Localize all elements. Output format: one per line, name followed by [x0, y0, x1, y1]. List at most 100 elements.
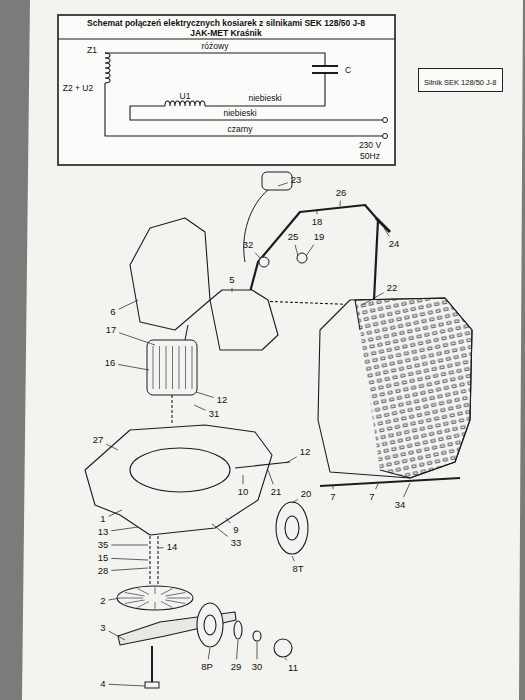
- motor-label-box: Silnik SEK 128/50 J-8: [418, 68, 503, 92]
- wire: [130, 106, 385, 120]
- fan-rib: [165, 600, 185, 604]
- leader-line: [243, 475, 244, 484]
- terminal: [383, 134, 388, 139]
- handle-knob: [297, 253, 307, 263]
- callout-number: 11: [288, 663, 298, 673]
- leader-line: [295, 245, 298, 256]
- fan-rib: [155, 587, 156, 594]
- callout-number: 2: [100, 596, 105, 606]
- leader-line: [404, 483, 410, 497]
- spacer: [253, 631, 261, 641]
- leader-line: [340, 201, 341, 206]
- leader-line: [111, 568, 148, 570]
- motor-fin: [172, 346, 173, 389]
- motor-fin: [185, 346, 186, 389]
- callout-number: 8T: [292, 564, 303, 574]
- leader-line: [268, 470, 273, 484]
- leader-line: [111, 545, 148, 546]
- leader-line: [286, 457, 297, 463]
- rear-wheel: [276, 502, 308, 554]
- callout-number: 17: [106, 325, 117, 335]
- callout-number: 7: [369, 492, 374, 502]
- deck-opening: [130, 448, 230, 492]
- leader-line: [257, 642, 258, 659]
- basket-mesh: [355, 298, 472, 478]
- wire: [105, 83, 385, 136]
- wire-label: 50Hz: [360, 152, 380, 161]
- callout-number: 13: [98, 527, 109, 537]
- callout-number: 29: [231, 662, 242, 672]
- wire-label: różowy: [202, 42, 229, 51]
- motor-hood: [130, 218, 210, 330]
- callout-number: 23: [291, 175, 302, 185]
- wire: [205, 73, 325, 106]
- wheel-hub: [204, 615, 216, 635]
- callout-number: 30: [252, 662, 263, 672]
- fan-rib: [120, 598, 143, 599]
- motor-shaft: [171, 395, 172, 425]
- wire: [105, 53, 325, 66]
- callout-number: 10: [238, 487, 249, 497]
- fan-rib: [125, 600, 145, 604]
- leader-line: [109, 598, 120, 600]
- fan-rib: [138, 601, 150, 607]
- mower-deck: [85, 425, 272, 535]
- callout-number: 15: [98, 553, 109, 563]
- leader-line: [119, 333, 155, 345]
- switch-cable: [244, 190, 268, 262]
- leader-line: [306, 245, 314, 256]
- grass-basket: [318, 298, 472, 478]
- leader-line: [292, 499, 298, 503]
- fan-rib: [161, 588, 173, 594]
- motor: [147, 340, 197, 395]
- callout-number: 26: [336, 188, 347, 198]
- motor-fin: [153, 346, 154, 389]
- callout-number: 27: [93, 435, 104, 445]
- callout-number: 19: [314, 232, 325, 242]
- leader-line: [119, 300, 138, 309]
- leader-line: [376, 484, 378, 489]
- wire-label: Z1: [87, 46, 97, 55]
- wire-label: niebieski: [248, 94, 281, 103]
- callout-number: 22: [387, 283, 398, 293]
- fan-rib: [161, 601, 173, 607]
- leader-line: [255, 253, 260, 258]
- wire-label: Z2 + U2: [63, 84, 93, 93]
- assembly-axis: [149, 536, 150, 586]
- handle-grip: [376, 218, 390, 232]
- wire-label: czarny: [227, 125, 252, 134]
- leader-line: [362, 293, 384, 305]
- switch-box: [262, 172, 292, 190]
- basket-frame: [320, 478, 460, 486]
- callout-number: 3: [100, 623, 105, 633]
- box-text: Silnik SEK 128/50 J-8: [424, 78, 497, 87]
- callout-number: 16: [105, 358, 116, 368]
- front-wheel: [197, 603, 223, 647]
- header-rule: [58, 38, 395, 39]
- wire-label: 230 V: [359, 141, 381, 150]
- leader-line: [196, 392, 214, 397]
- callout-number: 12: [300, 447, 311, 457]
- wheel-hub: [285, 516, 299, 540]
- callout-number: 14: [167, 542, 178, 552]
- leader-line: [109, 631, 125, 640]
- leader-line: [333, 486, 334, 489]
- screw-shank: [151, 646, 153, 682]
- leader-line: [208, 648, 210, 659]
- wire-label: U1: [180, 92, 191, 101]
- callout-number: 5: [229, 275, 234, 285]
- leader-line: [111, 558, 148, 560]
- callout-number: 6: [110, 307, 115, 317]
- callout-number: 31: [209, 409, 220, 419]
- leader-line: [194, 405, 206, 410]
- winding-coil: [105, 53, 110, 83]
- fan-rib: [125, 593, 145, 597]
- callout-number: 9: [233, 525, 238, 535]
- leader-line: [109, 684, 145, 686]
- callout-number: 18: [312, 217, 323, 227]
- motor-fin: [166, 346, 167, 389]
- leader-lines: [106, 183, 410, 686]
- leader-line: [106, 444, 118, 450]
